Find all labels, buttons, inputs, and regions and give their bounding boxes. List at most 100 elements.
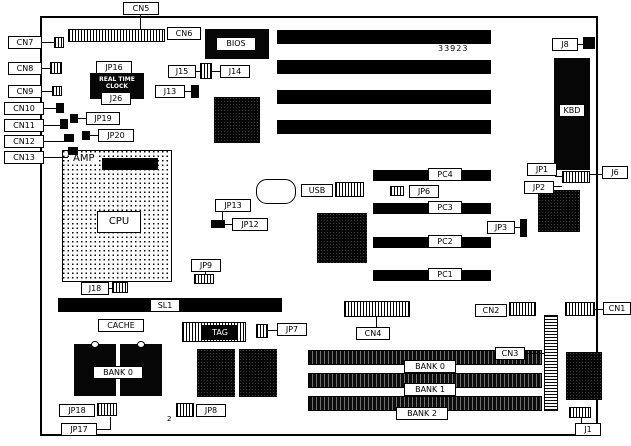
callout-line [205, 272, 206, 274]
label-cn6: CN6 [167, 27, 201, 40]
isa-slot-4 [277, 120, 491, 134]
label-j14: J14 [220, 65, 250, 78]
label-jp8: JP8 [196, 404, 226, 417]
label-cn13: CN13 [4, 151, 44, 164]
callout-line [44, 125, 60, 126]
chip-lower-middle-1 [197, 349, 235, 397]
label-cpu: CPU [97, 211, 141, 233]
label-bios: BIOS [216, 37, 256, 51]
connector-jp6 [390, 186, 404, 196]
callout-line [44, 157, 68, 158]
connector-cn8 [50, 62, 62, 74]
chip-right-middle [538, 190, 580, 232]
label-jp20: JP20 [98, 129, 134, 142]
board-number: 33923 [438, 44, 469, 53]
callout-line [44, 141, 64, 142]
label-kbd: KBD [559, 104, 585, 117]
pin-header-strip [544, 315, 558, 411]
connector-jp1-jp2 [562, 171, 590, 183]
callout-line [78, 118, 86, 119]
label-j1: J1 [575, 423, 601, 436]
callout-line [90, 135, 98, 136]
label-j26: J26 [101, 92, 131, 105]
label-usb: USB [301, 184, 333, 197]
label-pc1: PC1 [428, 268, 462, 281]
callout-line [42, 91, 52, 92]
connector-j15-j14 [200, 63, 212, 79]
chip-notch [91, 341, 99, 348]
label-cn9: CN9 [8, 85, 42, 98]
chip-notch [137, 341, 145, 348]
label-cn3: CN3 [495, 347, 525, 360]
label-cn4: CN4 [356, 327, 390, 340]
connector-usb [335, 182, 364, 197]
connector-jp3 [520, 219, 527, 237]
callout-line [185, 91, 191, 92]
label-jp6: JP6 [409, 185, 439, 198]
label-jp18: JP18 [59, 404, 95, 417]
label-jp12: JP12 [232, 218, 268, 231]
connector-cn2 [509, 302, 536, 316]
label-bank0-cache: BANK 0 [93, 366, 143, 379]
label-cn8: CN8 [8, 62, 42, 75]
chip-bottom-right [566, 352, 602, 400]
label-cn2: CN2 [475, 304, 507, 317]
connector-j13 [191, 85, 199, 98]
callout-line [109, 288, 112, 289]
callout-line [554, 186, 562, 187]
connector-j8 [583, 37, 595, 49]
label-jp3: JP3 [487, 221, 515, 234]
connector-cn5 [68, 29, 165, 42]
label-jp19: JP19 [86, 112, 120, 125]
connector-jp8 [176, 403, 194, 417]
callout-line [581, 418, 582, 423]
oscillator-outline [256, 179, 296, 204]
callout-line [376, 317, 377, 327]
callout-line [110, 417, 111, 430]
connector-jp18 [97, 403, 117, 416]
connector-jp13-jp12 [211, 220, 225, 228]
callout-line [222, 212, 223, 220]
callout-line [196, 71, 200, 72]
label-j8: J8 [552, 38, 578, 51]
connector-jp20 [82, 131, 90, 140]
label-j15: J15 [168, 65, 196, 78]
callout-line [44, 108, 56, 109]
label-j18: J18 [81, 282, 109, 295]
label-jp13: JP13 [215, 199, 251, 212]
label-jp2: JP2 [524, 181, 554, 194]
callout-line [595, 309, 603, 310]
label-bank2: BANK 2 [396, 407, 448, 420]
label-bank1: BANK 1 [404, 383, 456, 396]
connector-jp7 [256, 324, 268, 338]
connector-j1 [569, 407, 591, 418]
label-j13: J13 [155, 85, 185, 98]
connector-cn11 [60, 119, 68, 129]
label-cache: CACHE [98, 319, 144, 332]
connector-j18 [112, 282, 128, 293]
rtc-label: REAL TIME CLOCK [99, 76, 135, 90]
connector-jp19 [70, 114, 78, 123]
callout-line [590, 174, 602, 175]
callout-line [268, 330, 277, 331]
label-jp16: JP16 [96, 61, 132, 74]
label-j6: J6 [602, 166, 628, 179]
connector-cn4 [344, 301, 410, 317]
label-pc4: PC4 [428, 168, 462, 181]
callout-line [42, 42, 54, 43]
label-jp7: JP7 [277, 323, 307, 336]
callout-line [140, 15, 141, 29]
isa-slot-3 [277, 90, 491, 104]
label-cn12: CN12 [4, 135, 44, 148]
callout-line [555, 176, 562, 177]
connector-cn7 [54, 37, 64, 48]
label-cn11: CN11 [4, 119, 44, 132]
label-cn5: CN5 [123, 2, 159, 15]
label-jp17: JP17 [61, 423, 97, 436]
socket-mark [102, 158, 158, 170]
isa-slot-1 [277, 30, 491, 44]
label-tag: TAG [202, 325, 238, 340]
chip-upper-middle [214, 97, 260, 143]
callout-line [42, 68, 50, 69]
